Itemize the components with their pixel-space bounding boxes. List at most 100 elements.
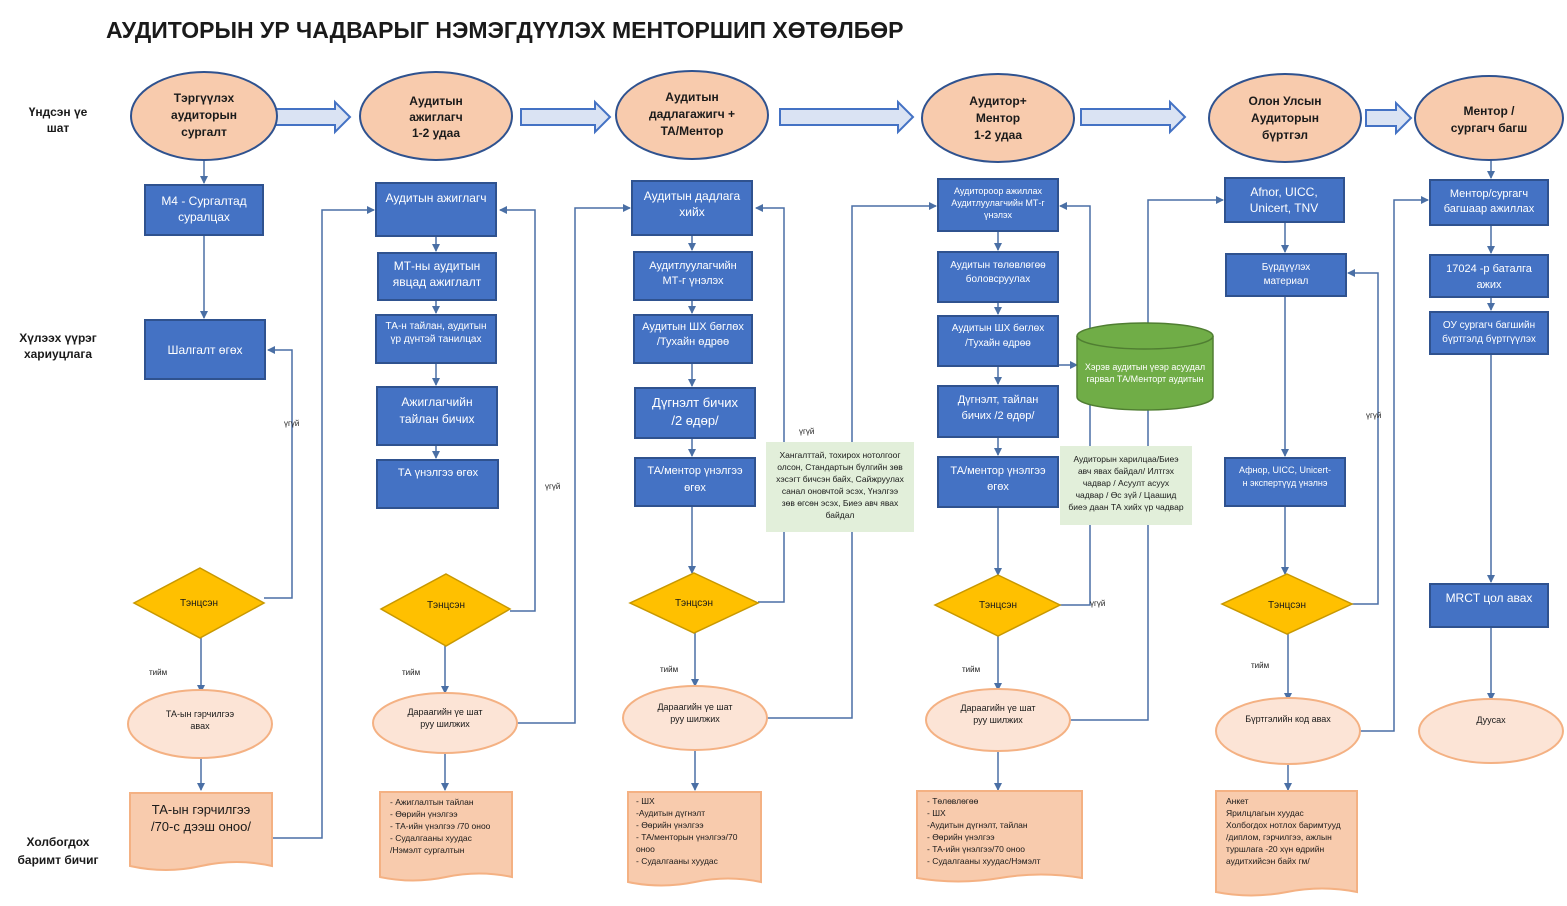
stage-node-2: Аудитын ажиглагч 1-2 удаа (359, 71, 513, 161)
process-label: ажих (1476, 279, 1502, 291)
result-label: руу шилжих (670, 714, 720, 724)
process-box (634, 387, 756, 439)
process-box (1429, 179, 1549, 226)
document-line: Ярилцлагын хуудас (1226, 808, 1305, 818)
decision-label: Тэнцсэн (979, 600, 1017, 611)
stage-label: Тэргүүлэх (174, 91, 235, 105)
stage-label: ажиглагч (409, 110, 463, 124)
stage-node-6: Ментор / сургагч багш (1414, 75, 1564, 161)
process-label: бүртгэлд бүртгүүлэх (1442, 333, 1536, 345)
process-label: /Тухайн өдрөө (657, 336, 729, 348)
result-label: Дараагийн үе шат (657, 702, 732, 712)
process-label: үнэлэх (984, 210, 1013, 220)
result-col2: Дараагийн үе шат руу шилжих (372, 692, 518, 754)
result-label: Бүртгэлийн код авах (1245, 714, 1331, 724)
process-box (1225, 253, 1347, 297)
decision-diamond (379, 573, 512, 647)
stage-node-4: Аудитор+ Ментор 1-2 удаа (921, 73, 1075, 163)
process-label: өгөх (684, 482, 706, 494)
stage-ellipse (1414, 75, 1564, 161)
stage-ellipse (359, 71, 513, 161)
process-label: Аудитын ШХ бөглөх (642, 321, 744, 333)
stage-label: сургалт (181, 125, 227, 139)
process-box (375, 182, 497, 237)
escalation-cylinder: Хэрэв аудитын үеэр асуудал гарвал ТА/Мен… (1076, 322, 1214, 411)
process-labels: М4 - Сургалтад суралцах Шалгалт өгөх Ауд… (161, 185, 1536, 605)
decision-col2: Тэнцсэн (379, 573, 512, 647)
edge-label-no: үгүй (799, 427, 814, 436)
result-label: Дараагийн үе шат (407, 707, 482, 717)
stage-label: аудиторын (171, 108, 237, 122)
stage-ellipse (921, 73, 1075, 163)
stage-nodes: Тэргүүлэх аудиторын сургалт Аудитын ажиг… (130, 70, 1564, 163)
stage-label: Аудитор+ (969, 94, 1026, 108)
note-line: санал оновчтой эсэх, Үнэлгээ (782, 486, 898, 496)
row-label-line: Үндсэн үе (29, 105, 88, 119)
connector (755, 204, 785, 603)
edge-labels: үгүй тийм үгүй тийм үгүй тийм үгүй тийм … (149, 411, 1381, 677)
edge-label-yes: тийм (962, 665, 980, 674)
stage-label: Аудиторын (1251, 111, 1319, 125)
process-label: ТА үнэлгээ өгөх (398, 467, 479, 479)
stage-ellipse (1208, 73, 1362, 163)
process-box (937, 385, 1059, 438)
document-shape (1215, 790, 1358, 897)
row-label-documents: Холбогдох баримт бичиг (17, 835, 98, 867)
document-line: - Өөрийн үнэлгээ (927, 832, 995, 842)
process-label: Аудитын ажиглагч (385, 191, 486, 205)
row-label-responsibility: Хүлээх үүрэг хариуцлага (19, 331, 97, 361)
document-col2: - Ажиглалтын тайлан - Өөрийн үнэлгээ - Т… (379, 791, 513, 882)
stage-label: Аудитын (665, 90, 718, 104)
document-col3: - ШХ -Аудитын дүгнэлт - Өөрийн үнэлгээ -… (627, 791, 762, 887)
stage-label: дадлагажигч + (649, 107, 735, 121)
connector (517, 204, 631, 724)
process-box (937, 251, 1059, 303)
process-box (937, 178, 1059, 232)
edge-label-yes: тийм (402, 668, 420, 677)
result-col6: Дуусах (1418, 698, 1564, 764)
block-arrow (1365, 100, 1413, 136)
process-label: Аудитын ШХ бөглөх (952, 322, 1044, 334)
criteria-note-col3: Хангалттай, тохирох нотолгоог олсон, Ста… (766, 442, 914, 532)
result-col3: Дараагийн үе шат руу шилжих (622, 685, 768, 751)
result-ellipse (622, 685, 768, 751)
decision-label: Тэнцсэн (427, 600, 465, 611)
result-label: Дараагийн үе шат (960, 703, 1035, 713)
row-label-stages: Үндсэн үе шат (29, 105, 88, 135)
document-line: - Өөрийн үнэлгээ (390, 809, 458, 819)
process-label: н экспертүүд үнэлнэ (1243, 478, 1328, 488)
document-line: -Аудитын дүгнэлт, тайлан (927, 820, 1028, 830)
document-line: туршлага -20 хүн өдрийн (1226, 844, 1324, 854)
stage-label: Олон Улсын (1249, 94, 1322, 108)
document-line: оноо (636, 844, 655, 854)
note-box (766, 442, 914, 532)
document-col1: ТА-ын гэрчилгээ /70-с дээш оноо/ (129, 792, 273, 871)
stage-label: Ментор / (1464, 104, 1516, 118)
document-line: - Өөрийн үнэлгээ (636, 820, 704, 830)
result-col5: Бүртгэлийн код авах (1215, 697, 1361, 765)
document-shape (627, 791, 762, 887)
document-shape (379, 791, 513, 882)
note-box (1060, 446, 1192, 525)
document-line: - ТА-ийн үнэлгээ /70 оноо (390, 821, 491, 831)
process-label: материал (1264, 276, 1309, 287)
result-label: руу шилжих (973, 715, 1023, 725)
process-label: суралцах (178, 210, 230, 224)
decision-label: Тэнцсэн (180, 598, 218, 609)
process-label: үр дүнтэй танилцах (390, 334, 481, 345)
note-line: байдал (826, 510, 855, 520)
note-line: олсон, Стандартын бүлгийн зөв (777, 462, 903, 472)
edge-label-no: үгүй (545, 482, 560, 491)
process-label: бичих /2 өдөр/ (962, 410, 1036, 422)
process-box (937, 456, 1059, 508)
process-box (634, 457, 756, 507)
process-box (376, 459, 499, 509)
result-col4: Дараагийн үе шат руу шилжих (925, 688, 1071, 752)
cylinder-label: Хэрэв аудитын үеэр асуудал (1085, 362, 1205, 372)
block-arrow (1080, 99, 1187, 135)
criteria-note-col4: Аудиторын харилцаа/Биеэ авч явах байдал/… (1060, 446, 1192, 525)
note-line: чадвар / Өс зүй / Цаашид (1076, 490, 1177, 500)
result-label: авах (190, 721, 210, 731)
process-label: М4 - Сургалтад (161, 194, 246, 208)
